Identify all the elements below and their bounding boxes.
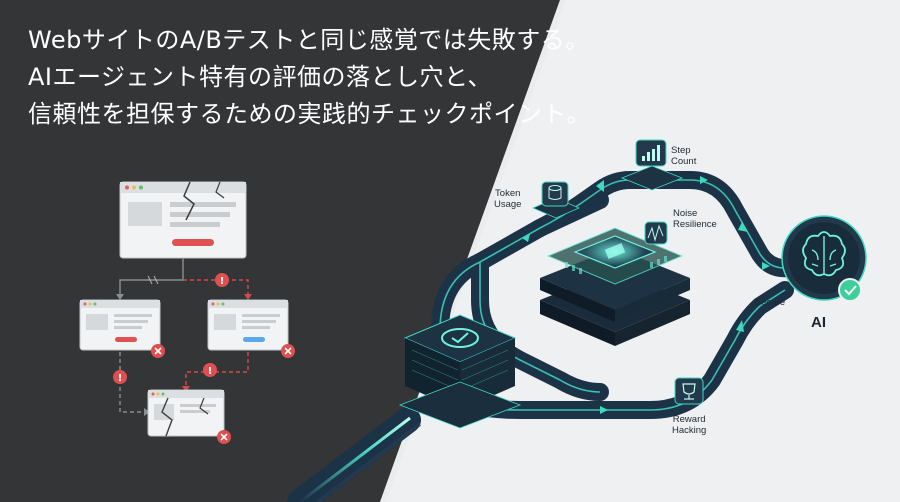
broken-browser-window-icon [119, 181, 247, 259]
checkmark-icon [838, 278, 862, 302]
label-noise-resilience: Noise Resilience [673, 208, 717, 230]
headline: WebサイトのA/Bテストと同じ感覚では失敗する。 AIエージェント特有の評価の… [28, 22, 668, 133]
variant-a-window [79, 299, 161, 351]
label-step-count: Step Count [671, 145, 697, 167]
svg-text:!: ! [118, 373, 123, 384]
database-icon [531, 181, 581, 219]
ab-test-flow-diagram: ! [79, 181, 295, 444]
broken-browser-window-icon [147, 389, 225, 437]
brain-icon [781, 215, 867, 302]
checkmark-icon [398, 314, 522, 429]
label-token-usage: Token Usage [494, 188, 522, 210]
ai-evaluation-circuit [287, 139, 867, 502]
noise-signal-icon [644, 221, 668, 245]
trophy-icon [674, 377, 704, 405]
label-secure: Secure [755, 297, 786, 308]
headline-line-2: AIエージェント特有の評価の落とし穴と、 [28, 63, 493, 91]
headline-line-1: WebサイトのA/Bテストと同じ感覚では失敗する。 [28, 26, 590, 54]
headline-line-3: 信頼性を担保するための実践的チェックポイント。 [28, 100, 592, 128]
label-ai: AI [811, 314, 826, 331]
svg-text:!: ! [220, 276, 225, 287]
label-reward-hacking: Reward Hacking [672, 414, 707, 436]
bar-chart-icon [620, 139, 684, 191]
variant-b-window [207, 299, 289, 351]
svg-text:!: ! [208, 366, 213, 377]
chip-icon [540, 227, 690, 346]
